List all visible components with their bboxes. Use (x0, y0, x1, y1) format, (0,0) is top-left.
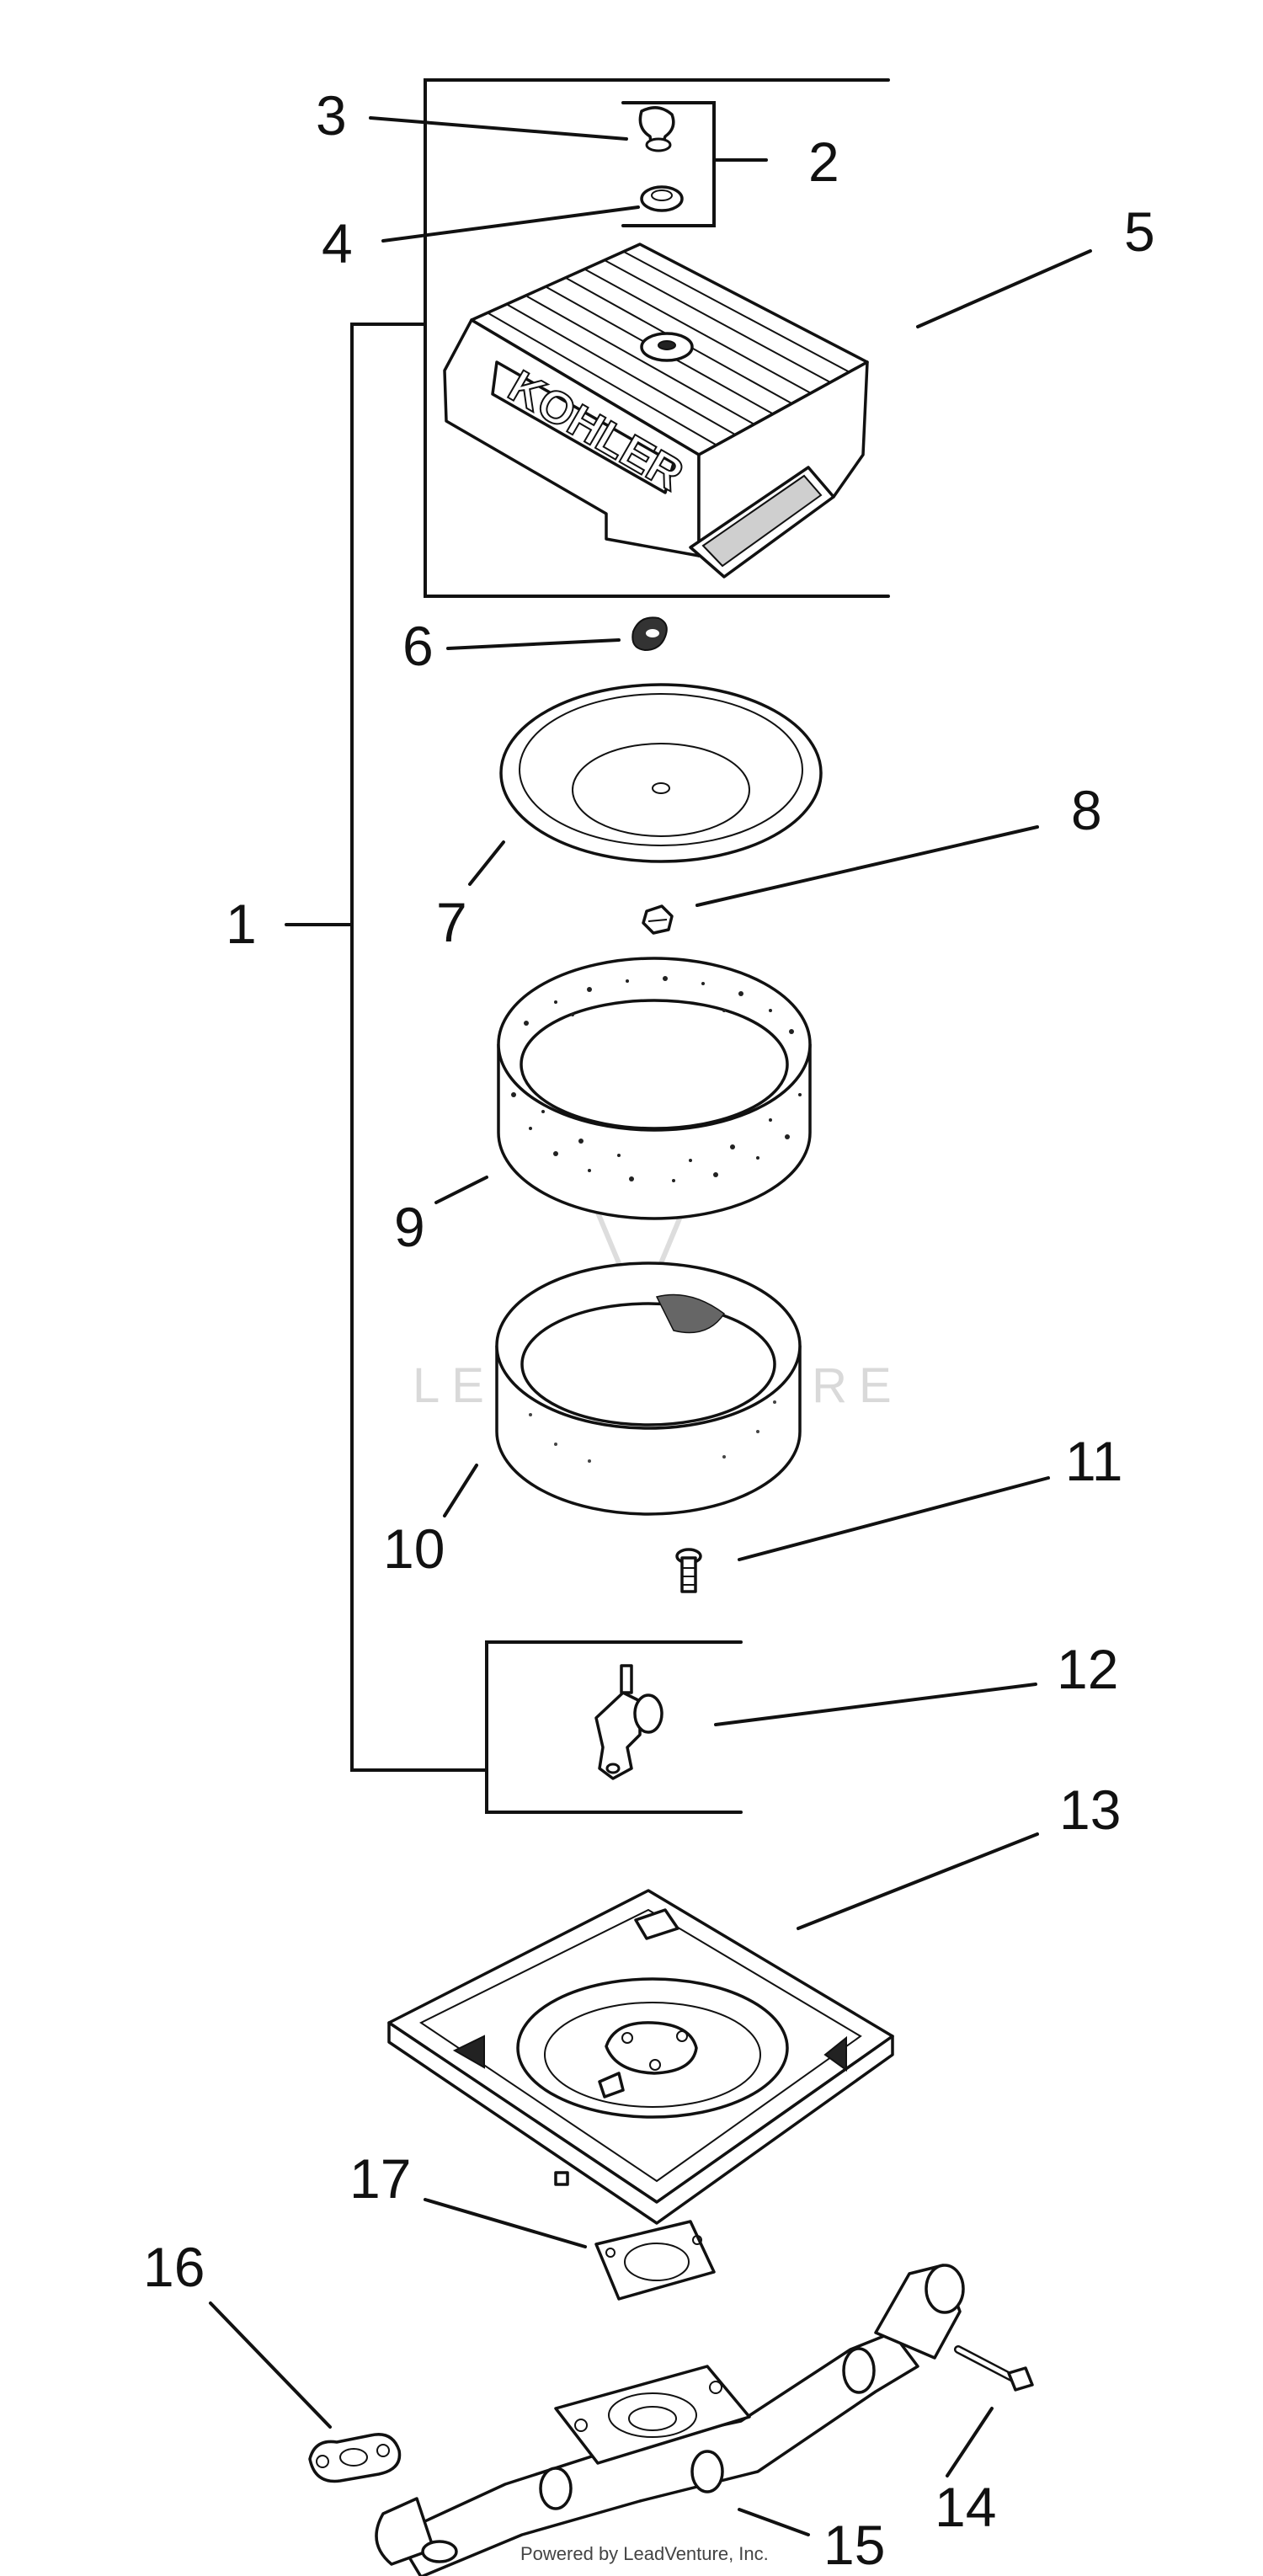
part-6-wing-nut[interactable] (632, 616, 668, 652)
part-14-screw[interactable] (954, 2345, 1034, 2392)
part-10-filter-element[interactable] (495, 1261, 802, 1516)
sub-bracket-12 (485, 1640, 743, 1814)
callout-5: 5 (1124, 200, 1155, 263)
callout-16: 16 (143, 2236, 205, 2298)
callout-7: 7 (436, 891, 467, 953)
callout-labels: 1 2 3 4 5 6 7 8 9 10 11 12 13 14 15 16 1… (143, 84, 1155, 2576)
callout-8: 8 (1071, 779, 1102, 841)
part-9-precleaner[interactable] (497, 957, 812, 1220)
element-shading (529, 1400, 776, 1463)
leader-10 (443, 1464, 478, 1517)
part-3-wing-nut[interactable] (638, 106, 675, 152)
leader-16 (209, 2301, 332, 2429)
leader-4 (381, 205, 640, 243)
leader-5 (916, 249, 1092, 328)
leader-14 (946, 2407, 994, 2477)
leader-7 (468, 840, 505, 886)
leader-9 (434, 1176, 488, 1204)
leader-13 (797, 1832, 1039, 1930)
leader-12 (714, 1683, 1037, 1726)
part-11-bolt[interactable] (675, 1548, 702, 1593)
callout-3: 3 (316, 84, 347, 147)
callout-6: 6 (402, 615, 434, 677)
leader-17 (424, 2198, 587, 2248)
part-17-gasket[interactable] (594, 2220, 716, 2301)
part-7-cover-plate[interactable] (499, 683, 823, 863)
callout-17: 17 (349, 2147, 411, 2210)
part-12-bracket[interactable] (594, 1664, 663, 1780)
callout-4: 4 (322, 212, 353, 275)
part-13-base[interactable] (387, 1889, 894, 2225)
cover-ribs (488, 251, 852, 445)
callout-2: 2 (808, 131, 839, 193)
leader-11 (738, 1476, 1050, 1561)
credit-text: Powered by LeadVenture, Inc. (520, 2543, 769, 2564)
callout-1: 1 (226, 893, 257, 955)
callout-12: 12 (1057, 1638, 1118, 1700)
cover-bracket (424, 78, 890, 598)
leader-6 (446, 638, 621, 650)
part-8-nut[interactable] (642, 904, 674, 935)
part-15-intake-manifold[interactable] (375, 2264, 965, 2576)
leader-8 (695, 825, 1039, 907)
part-5-air-cleaner-cover[interactable]: KOHLER (443, 243, 869, 579)
callout-15: 15 (823, 2514, 885, 2576)
part-16-gasket[interactable] (308, 2433, 402, 2483)
leader-3 (369, 116, 628, 141)
assembly-bracket-1 (350, 323, 488, 1772)
sub-bracket-2 (621, 101, 716, 227)
part-4-washer[interactable] (640, 185, 684, 212)
leader-15 (738, 2508, 810, 2536)
callout-13: 13 (1059, 1779, 1121, 1841)
callout-9: 9 (394, 1196, 425, 1258)
callout-14: 14 (935, 2476, 996, 2538)
foam-texture (511, 976, 802, 1182)
callout-10: 10 (383, 1517, 445, 1580)
callout-11: 11 (1065, 1430, 1123, 1492)
